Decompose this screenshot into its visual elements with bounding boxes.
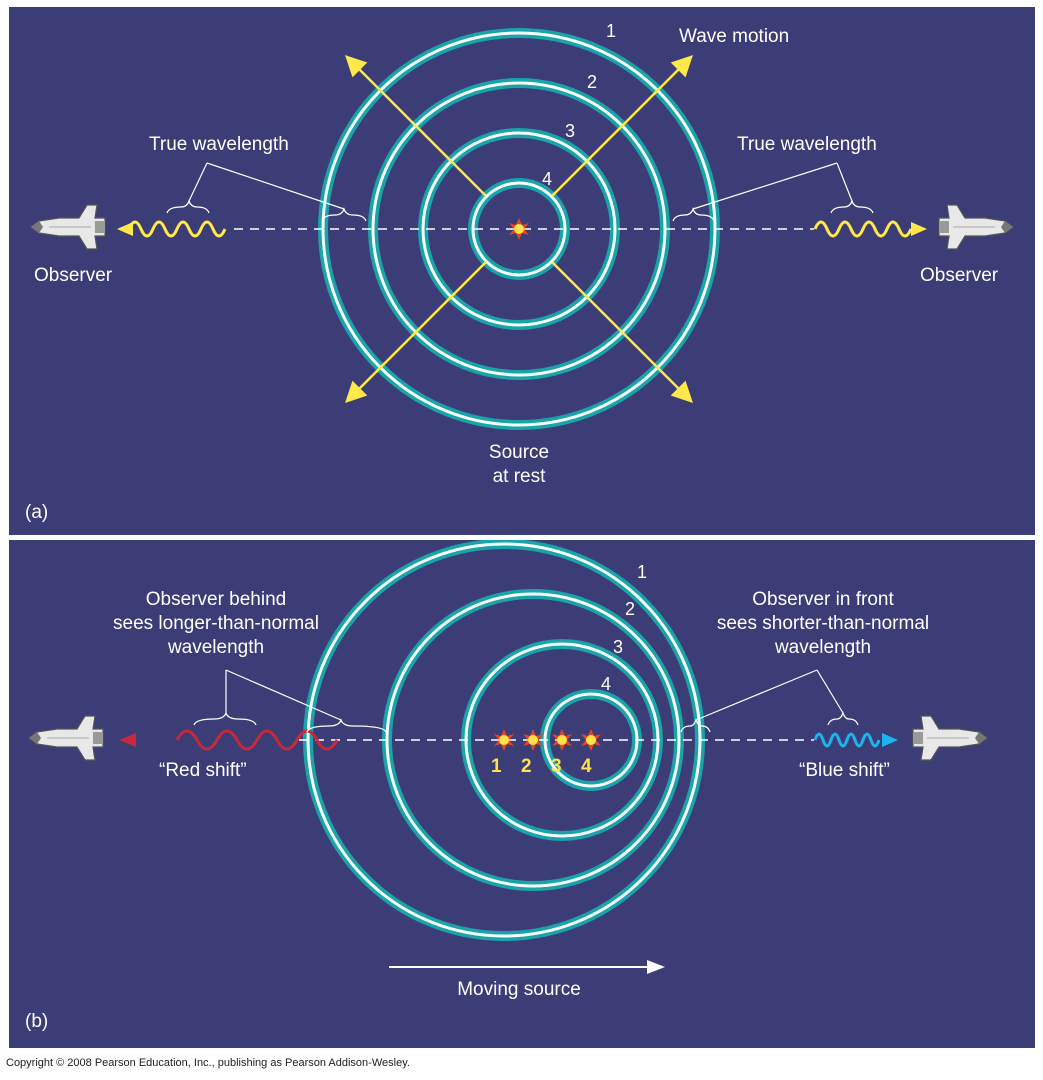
observer-behind-line2: sees longer-than-normal <box>113 613 319 634</box>
observer-front-line3: wavelength <box>774 637 872 658</box>
wavefront-4 <box>468 178 570 280</box>
panel-b-moving-source: Observer behind sees longer-than-normal … <box>9 540 1035 1048</box>
copyright-notice: Copyright © 2008 Pearson Education, Inc.… <box>6 1057 410 1069</box>
panel-b-drawing <box>28 540 988 974</box>
space-shuttle-icon <box>28 715 104 761</box>
observer-label-right: Observer <box>920 265 999 286</box>
wavefront-3 <box>418 128 620 330</box>
brackets-b <box>193 669 859 733</box>
red-shift-label: “Red shift” <box>159 760 247 781</box>
observer-label-left: Observer <box>34 265 113 286</box>
wavefront-number-3: 3 <box>565 121 576 141</box>
space-shuttle-icon <box>938 204 1014 250</box>
wavefront-number-3: 3 <box>613 637 624 657</box>
space-shuttle-icon <box>30 204 106 250</box>
panel-a-drawing <box>30 28 1014 430</box>
observer-front-line1: Observer in front <box>752 589 894 610</box>
blue-wave <box>813 732 898 748</box>
wavefront-number-2: 2 <box>587 72 598 92</box>
wavefront-number-1: 1 <box>606 21 617 41</box>
wavefront-number-2: 2 <box>625 599 636 619</box>
source-position-1: 1 <box>491 756 502 777</box>
panel-tag-a: (a) <box>25 502 49 523</box>
source-position-4: 4 <box>581 756 592 777</box>
wavefront-number-4: 4 <box>542 169 553 189</box>
observer-front-line2: sees shorter-than-normal <box>716 613 930 634</box>
wave-right-a <box>813 220 927 238</box>
red-wave <box>119 729 339 751</box>
observer-behind-line3: wavelength <box>167 637 265 658</box>
brackets-a <box>166 162 874 222</box>
wave-motion-arrows <box>345 55 693 403</box>
moving-source-arrow <box>389 960 665 974</box>
source-position-2: 2 <box>521 756 532 777</box>
source-label-line2: at rest <box>492 466 546 487</box>
source-position-3: 3 <box>551 756 562 777</box>
wave-motion-label: Wave motion <box>679 26 790 47</box>
panel-tag-b: (b) <box>25 1011 49 1032</box>
observer-behind-line1: Observer behind <box>145 589 287 610</box>
true-wavelength-label-right: True wavelength <box>737 134 877 155</box>
true-wavelength-label-left: True wavelength <box>149 134 289 155</box>
wave-left-a <box>117 220 227 238</box>
panel-a-source-at-rest: Wave motion True wavelength True wavelen… <box>9 7 1035 535</box>
source-label-line1: Source <box>488 442 550 463</box>
blue-shift-label: “Blue shift” <box>799 760 890 781</box>
moving-source-label: Moving source <box>457 979 581 1000</box>
star-source-icon <box>581 729 601 751</box>
wavefront-number-1: 1 <box>637 562 648 582</box>
wavefront-number-4: 4 <box>601 674 612 694</box>
space-shuttle-icon <box>912 715 988 761</box>
wavefront-2 <box>368 78 670 380</box>
